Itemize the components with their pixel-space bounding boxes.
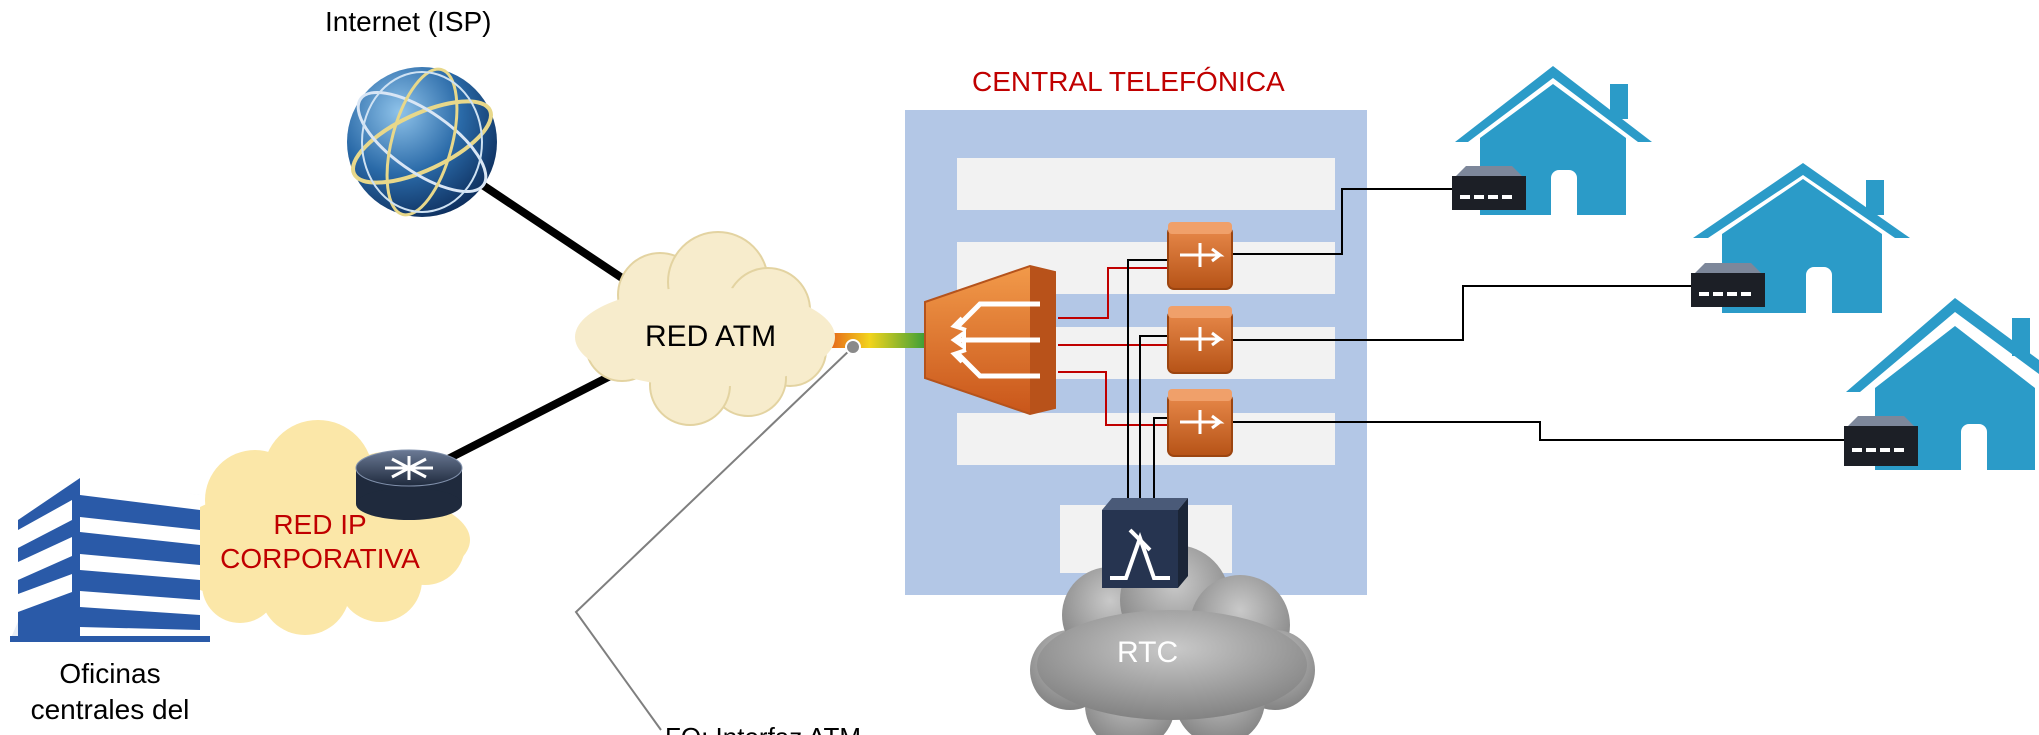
- router-icon: [355, 449, 463, 520]
- link-internet-atm: [475, 178, 643, 294]
- splitter-icon: [1167, 222, 1233, 290]
- label-red-atm: RED ATM: [645, 320, 777, 353]
- dslam-icon: [924, 264, 1056, 416]
- adsl-modem-icon: [1452, 166, 1526, 210]
- link-splitter1-modem1: [1232, 188, 1456, 255]
- link-splitter1-switch: [1127, 259, 1168, 505]
- splitter-icon: [1167, 306, 1233, 374]
- fiber-link: [820, 333, 930, 348]
- central-slot-4: [957, 413, 1335, 465]
- telephone-switch-icon: [1102, 498, 1188, 588]
- adsl-modem-icon: [1844, 416, 1918, 466]
- adsl-modem-icon: [1691, 263, 1765, 307]
- label-rtc: RTC: [1117, 636, 1179, 669]
- globe-icon: [347, 67, 497, 217]
- link-dslam-splitter-3: [1058, 371, 1168, 426]
- link-splitter2-switch: [1139, 335, 1168, 505]
- callout-line: [574, 346, 854, 731]
- cloud-red-ip: [170, 420, 470, 635]
- label-red-ip-line1: RED IP: [273, 509, 367, 540]
- label-callout-fo: FO: Interfaz ATM: [665, 722, 861, 735]
- link-splitter2-modem2: [1232, 285, 1695, 341]
- label-red-ip: RED IP CORPORATIVA: [200, 508, 440, 576]
- label-central-telefonica: CENTRAL TELEFÓNICA: [972, 66, 1285, 97]
- link-router-atm: [440, 366, 624, 466]
- label-internet-isp: Internet (ISP): [325, 6, 492, 37]
- cloud-red-atm: [575, 231, 835, 426]
- central-slot-1: [957, 158, 1335, 210]
- link-dslam-splitter-1: [1058, 267, 1168, 319]
- office-building-icon: [10, 478, 210, 642]
- label-oficinas-line2: centrales del: [30, 694, 190, 725]
- callout-dot: [845, 339, 861, 355]
- label-oficinas-line1: Oficinas: [59, 658, 161, 689]
- splitter-icon: [1167, 389, 1233, 457]
- link-splitter3-switch: [1153, 417, 1168, 505]
- label-oficinas-line3: proveedor: [0, 728, 220, 735]
- link-splitter3-modem3: [1232, 421, 1848, 441]
- label-oficinas: Oficinas centrales del proveedor: [0, 656, 220, 735]
- label-red-ip-line2: CORPORATIVA: [220, 543, 420, 574]
